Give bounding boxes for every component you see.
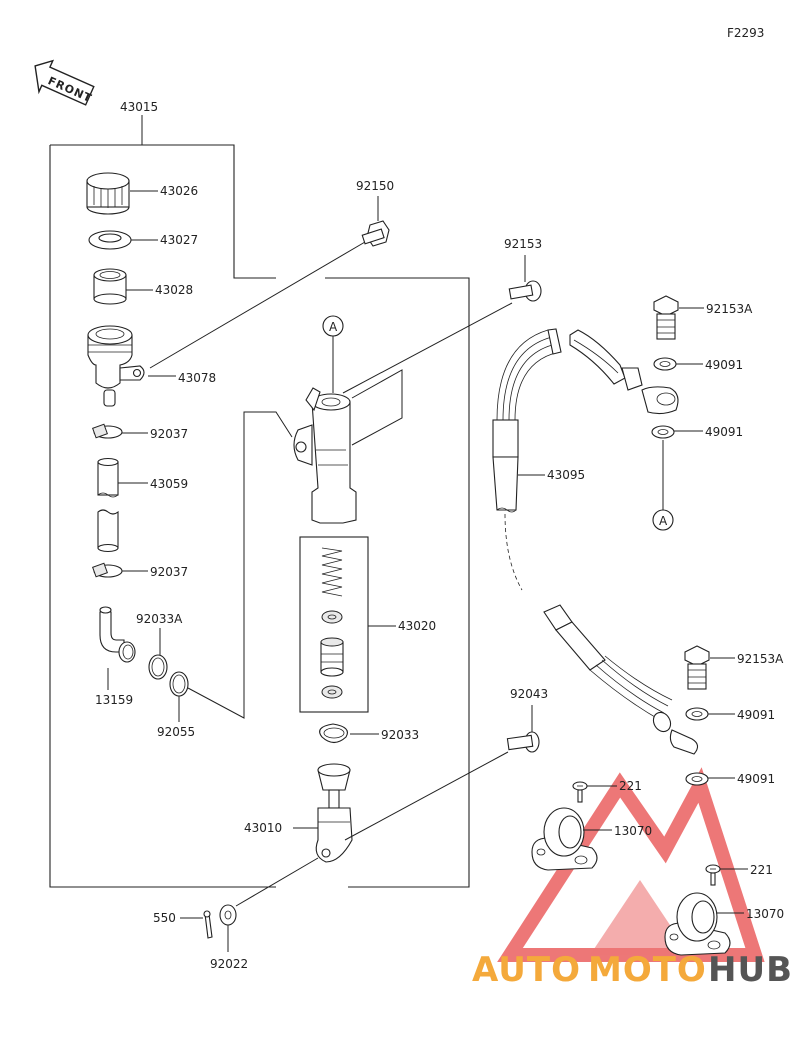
washer-49091-a: [653, 357, 677, 371]
label-92153A-top: 92153A: [706, 302, 753, 316]
piston-kit-frame-43020: [299, 536, 369, 713]
washer-92022: [219, 904, 237, 926]
washer-49091-b: [651, 425, 675, 439]
label-92153A-bottom: 92153A: [737, 652, 784, 666]
bolt-92150: [361, 220, 390, 247]
circlip-92033A: [148, 654, 168, 680]
hose-clamp-92037-top: [92, 423, 123, 439]
clevis-pin-92043: [506, 731, 540, 753]
watermark-auto: AUTO: [472, 950, 581, 990]
label-49091-b: 49091: [705, 425, 743, 439]
banjo-bolt-92153A-top: [653, 295, 679, 340]
washer-49091-c: [685, 707, 709, 721]
label-92043: 92043: [510, 687, 548, 701]
label-43078: 43078: [178, 371, 216, 385]
hose-clamp-92037-bottom: [92, 562, 123, 578]
front-arrow-icon: FRONT: [34, 59, 95, 106]
push-rod-43010: [315, 763, 353, 863]
label-550: 550: [153, 911, 176, 925]
banjo-bolt-92153A-bottom: [684, 645, 710, 690]
piston-cup-43020: [321, 610, 343, 624]
label-43020: 43020: [398, 619, 436, 633]
spring-43020: [321, 547, 343, 597]
circlip-92033: [319, 723, 348, 744]
watermark-wordmark: AUTO MOTO HUB: [472, 950, 793, 990]
label-49091-c: 49091: [737, 708, 775, 722]
label-13070-a: 13070: [614, 824, 652, 838]
label-92150: 92150: [356, 179, 394, 193]
washer-49091-d: [685, 772, 709, 786]
label-92022: 92022: [210, 957, 248, 971]
label-221-b: 221: [750, 863, 773, 877]
label-43059: 43059: [150, 477, 188, 491]
assembly-frame-43015: [50, 144, 276, 279]
label-43015: 43015: [120, 100, 158, 114]
callout-a-top-letter: A: [329, 320, 338, 334]
figure-code: F2293: [727, 26, 764, 40]
piston-43020: [320, 637, 344, 677]
label-221-a: 221: [619, 779, 642, 793]
o-ring-92055: [169, 671, 189, 697]
watermark-hub: HUB: [708, 950, 793, 990]
label-92033A: 92033A: [136, 612, 183, 626]
label-92037-bottom: 92037: [150, 565, 188, 579]
label-49091-a: 49091: [705, 358, 743, 372]
label-92055: 92055: [157, 725, 195, 739]
cotter-pin-550: [203, 910, 213, 939]
banjo-bolt-92153: [508, 280, 542, 302]
watermark-moto: MOTO: [588, 950, 707, 990]
label-43027: 43027: [160, 233, 198, 247]
label-43010: 43010: [244, 821, 282, 835]
label-92037-top: 92037: [150, 427, 188, 441]
label-13070-b: 13070: [746, 907, 784, 921]
label-13159: 13159: [95, 693, 133, 707]
hose-guide-13070-b: [664, 892, 731, 956]
label-49091-d: 49091: [737, 772, 775, 786]
screw-221-a: [572, 781, 588, 803]
screw-221-b: [705, 864, 721, 886]
master-cylinder-body: [293, 387, 357, 524]
label-92153: 92153: [504, 237, 542, 251]
secondary-cup-43020: [321, 685, 343, 699]
reservoir-43078: [87, 325, 145, 407]
elbow-fitting-13159: [99, 606, 136, 663]
diaphragm-plate-43027: [88, 230, 132, 250]
brake-hose-43095: [492, 328, 699, 755]
label-92033: 92033: [381, 728, 419, 742]
hose-guide-13070-a: [531, 807, 598, 871]
reservoir-cap-43026: [86, 172, 130, 215]
hose-43059: [97, 457, 119, 553]
callout-a-right: [652, 509, 674, 531]
label-43095: 43095: [547, 468, 585, 482]
diaphragm-43028: [93, 268, 127, 305]
callout-a-right-letter: A: [659, 514, 668, 528]
label-43028: 43028: [155, 283, 193, 297]
label-43026: 43026: [160, 184, 198, 198]
